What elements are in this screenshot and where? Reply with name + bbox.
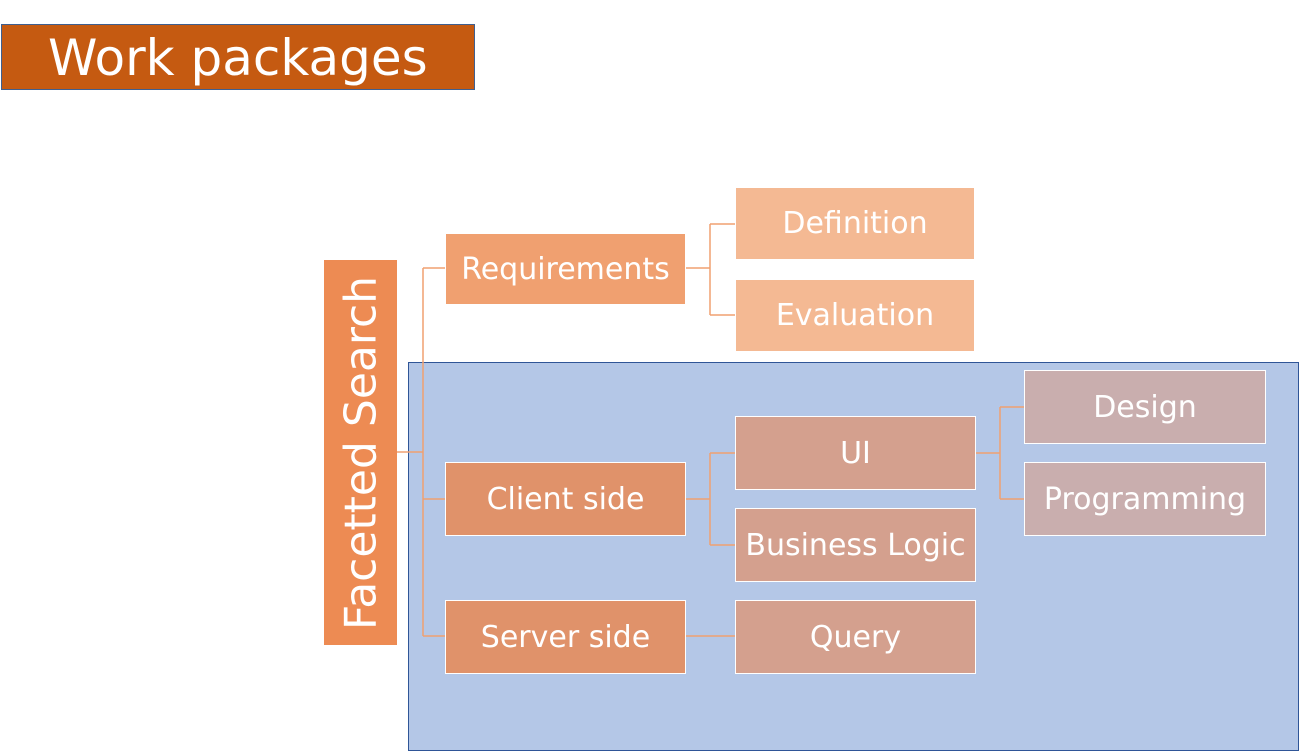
slide-title: Work packages: [1, 24, 475, 90]
node-ui: UI: [735, 416, 976, 490]
node-definition: Definition: [735, 187, 975, 260]
root-label: Facetted Search: [335, 275, 386, 630]
node-client-side: Client side: [445, 462, 686, 536]
node-evaluation: Evaluation: [735, 279, 975, 352]
node-design: Design: [1024, 370, 1266, 444]
node-server-side: Server side: [445, 600, 686, 674]
node-requirements: Requirements: [445, 233, 686, 305]
node-query: Query: [735, 600, 976, 674]
node-programming: Programming: [1024, 462, 1266, 536]
root-node: Facetted Search: [324, 260, 397, 645]
node-business-logic: Business Logic: [735, 508, 976, 582]
